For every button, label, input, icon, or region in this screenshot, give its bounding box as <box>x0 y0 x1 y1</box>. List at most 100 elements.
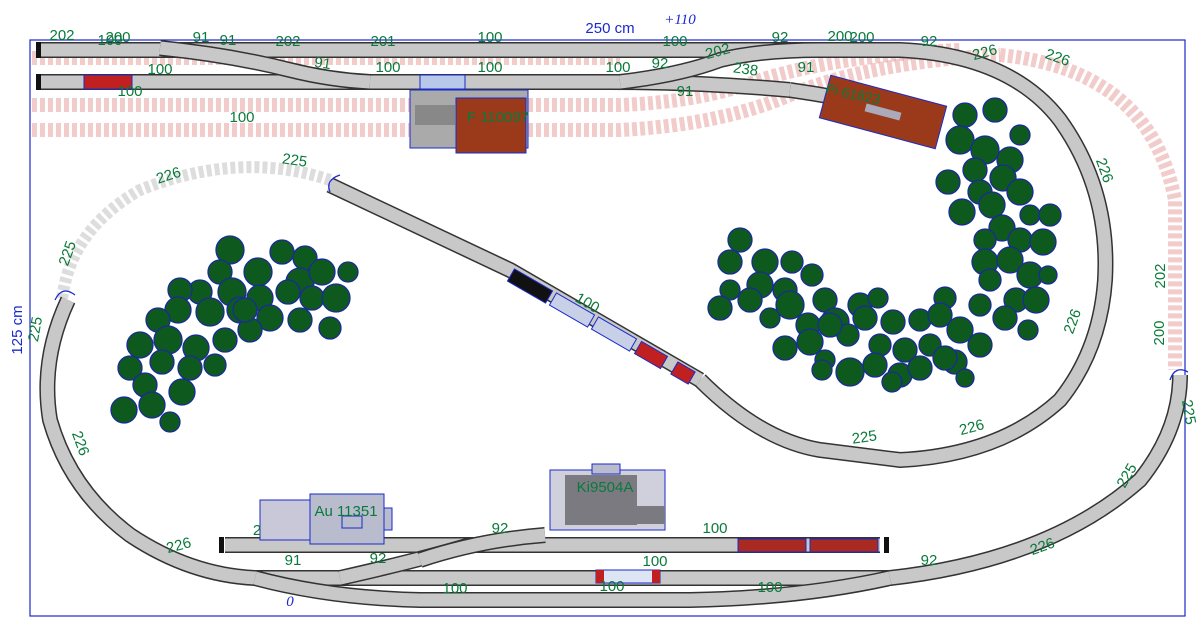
track-label: 100 <box>642 553 667 570</box>
rolling-stock <box>83 74 879 584</box>
tree <box>780 250 804 274</box>
track-label: 92 <box>772 29 789 46</box>
tree <box>982 97 1008 123</box>
tree <box>1019 204 1041 226</box>
tree <box>275 279 301 305</box>
tree <box>308 258 336 286</box>
tree <box>948 198 976 226</box>
track-label: 100 <box>442 580 467 597</box>
tree <box>707 295 733 321</box>
tree <box>727 227 753 253</box>
tree <box>927 302 953 328</box>
track-label: 226 <box>971 41 1000 64</box>
main-tracks <box>39 40 1188 608</box>
track-label: 92 <box>921 552 938 569</box>
tree <box>892 337 918 363</box>
tree <box>232 297 258 323</box>
building-bottom-mid: Ki9504A <box>549 463 666 531</box>
track-label: 91 <box>798 59 815 76</box>
track-label: 91 <box>193 29 210 46</box>
baseboard-outline <box>29 39 1186 617</box>
track-label: 92 <box>652 55 669 72</box>
track-label: 100 <box>477 59 502 76</box>
building-bottom-left: Au 11351 <box>259 493 393 545</box>
tree <box>1038 203 1062 227</box>
tree <box>968 293 992 317</box>
tree <box>287 307 313 333</box>
track-label: 202 <box>49 27 74 44</box>
track-label: 200 <box>849 29 874 46</box>
tree <box>1006 178 1034 206</box>
tree <box>737 287 763 313</box>
tree <box>946 316 974 344</box>
tree <box>988 214 1016 242</box>
track-label: 100 <box>757 579 782 596</box>
tree <box>880 309 906 335</box>
loop-markers <box>54 174 1189 381</box>
track-label: 225 <box>851 427 878 447</box>
tree <box>159 411 181 433</box>
track-label: 202 <box>1152 263 1169 288</box>
tree <box>717 249 743 275</box>
tree <box>800 263 824 287</box>
tree <box>318 316 342 340</box>
track-label: 100 <box>477 29 502 46</box>
track-label: 225 <box>1178 398 1199 426</box>
tree <box>935 169 961 195</box>
track-label: 2 <box>253 522 261 539</box>
track-label: 202 <box>275 33 300 50</box>
tree <box>955 368 975 388</box>
tree <box>215 235 245 265</box>
tree <box>719 279 741 301</box>
tree <box>881 371 903 393</box>
tree <box>168 378 196 406</box>
track-label: 92 <box>921 33 938 50</box>
tree <box>243 257 273 287</box>
tree <box>759 307 781 329</box>
tree <box>796 328 824 356</box>
tree <box>835 357 865 387</box>
station-left-label: F 110097 <box>467 109 529 126</box>
tree <box>978 268 1002 292</box>
tree <box>299 285 325 311</box>
tree <box>203 353 227 377</box>
tree <box>269 239 295 265</box>
track-label: 91 <box>285 552 302 569</box>
tree <box>811 359 833 381</box>
tree <box>256 304 284 332</box>
tree <box>117 355 143 381</box>
tree <box>996 246 1024 274</box>
track-label: 226 <box>1061 307 1086 336</box>
track-label: 100 <box>662 33 687 50</box>
track-label: 91 <box>677 83 694 100</box>
tree <box>978 191 1006 219</box>
tree <box>775 290 805 320</box>
tree <box>907 355 933 381</box>
track-label: 226 <box>165 534 194 557</box>
track-label: 225 <box>25 315 46 343</box>
tree <box>867 287 889 309</box>
bottom-mid-label: Ki9504A <box>577 479 634 496</box>
tree <box>945 125 975 155</box>
tree <box>932 345 958 371</box>
tree <box>195 297 225 327</box>
tree <box>1029 228 1057 256</box>
track-label: 225 <box>281 150 308 170</box>
height-dimension: 125 cm <box>9 305 26 354</box>
track-label: 226 <box>68 429 93 458</box>
track-label: 100 <box>229 109 254 126</box>
tree <box>1022 286 1050 314</box>
track-label: 226 <box>958 416 987 439</box>
tree <box>967 332 993 358</box>
track-label: 100 <box>147 61 172 78</box>
tree <box>962 157 988 183</box>
tree <box>852 305 878 331</box>
tree <box>1038 265 1058 285</box>
track-label: 202 <box>704 40 733 63</box>
tree <box>1009 124 1031 146</box>
tree <box>973 228 997 252</box>
tree <box>153 325 183 355</box>
elevation-marker-top: +110 <box>664 12 696 28</box>
track-label: 91 <box>220 32 237 49</box>
